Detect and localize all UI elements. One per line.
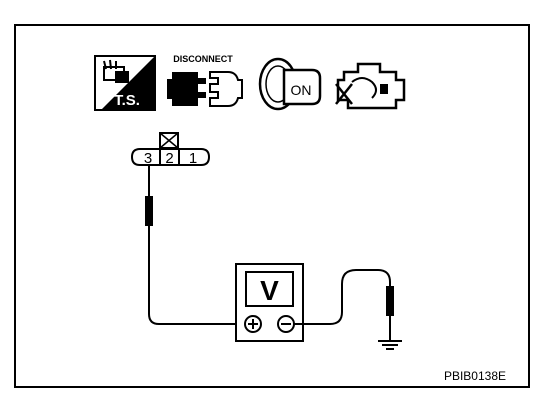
ground-icon	[378, 340, 402, 350]
positive-probe-lead	[145, 165, 240, 325]
ts-connector-icon: T.S.	[94, 55, 156, 111]
negative-probe-lead	[294, 269, 394, 340]
harness-connector: 3 2 1	[130, 132, 211, 167]
pin-1-label: 1	[189, 150, 197, 167]
figure-id: PBIB0138E	[444, 369, 506, 383]
disconnect-connector-icon: DISCONNECT	[167, 54, 243, 107]
ts-label: T.S.	[114, 92, 140, 109]
ignition-key-on-icon: ON	[258, 57, 322, 111]
ignition-on-label: ON	[291, 82, 312, 98]
engine-off-icon	[335, 62, 406, 110]
voltmeter: V	[235, 263, 304, 342]
voltmeter-display: V	[260, 275, 279, 306]
pin-2-label: 2	[165, 150, 173, 167]
pin-3-label: 3	[144, 150, 152, 167]
disconnect-label: DISCONNECT	[173, 54, 233, 64]
